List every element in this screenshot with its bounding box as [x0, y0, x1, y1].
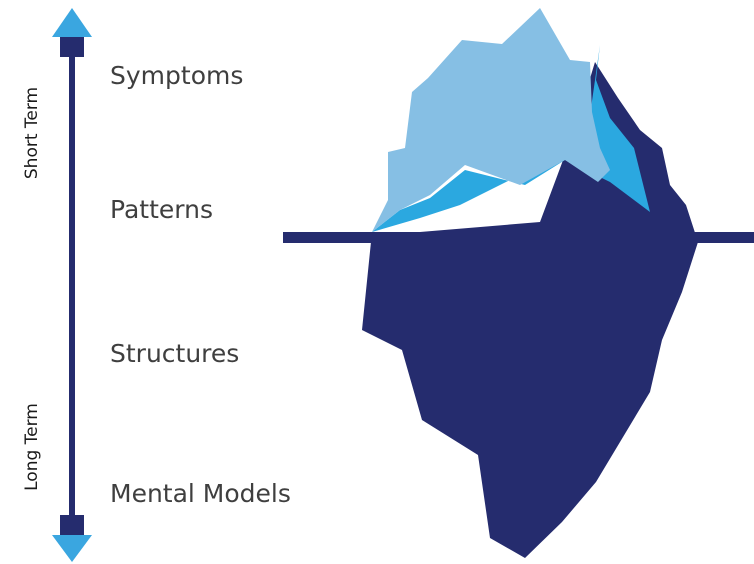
level-label-symptoms: Symptoms: [110, 61, 243, 90]
arrow-down-icon: [52, 535, 92, 562]
water-line: [283, 232, 754, 243]
arrow-up-base: [60, 37, 84, 57]
axis-line: [69, 55, 75, 515]
iceberg-icon: [362, 8, 698, 558]
level-label-structures: Structures: [110, 339, 239, 368]
axis-label-short-term: Short Term: [22, 87, 42, 179]
axis-label-long-term: Long Term: [22, 403, 42, 491]
level-label-patterns: Patterns: [110, 195, 213, 224]
arrow-down-base: [60, 515, 84, 535]
level-labels: Symptoms Patterns Structures Mental Mode…: [110, 61, 291, 508]
level-label-mental-models: Mental Models: [110, 479, 291, 508]
iceberg-symptoms-layer: [372, 8, 610, 232]
time-axis: Short Term Long Term: [22, 8, 92, 562]
iceberg-structures-layer: [362, 62, 698, 558]
arrow-up-icon: [52, 8, 92, 37]
